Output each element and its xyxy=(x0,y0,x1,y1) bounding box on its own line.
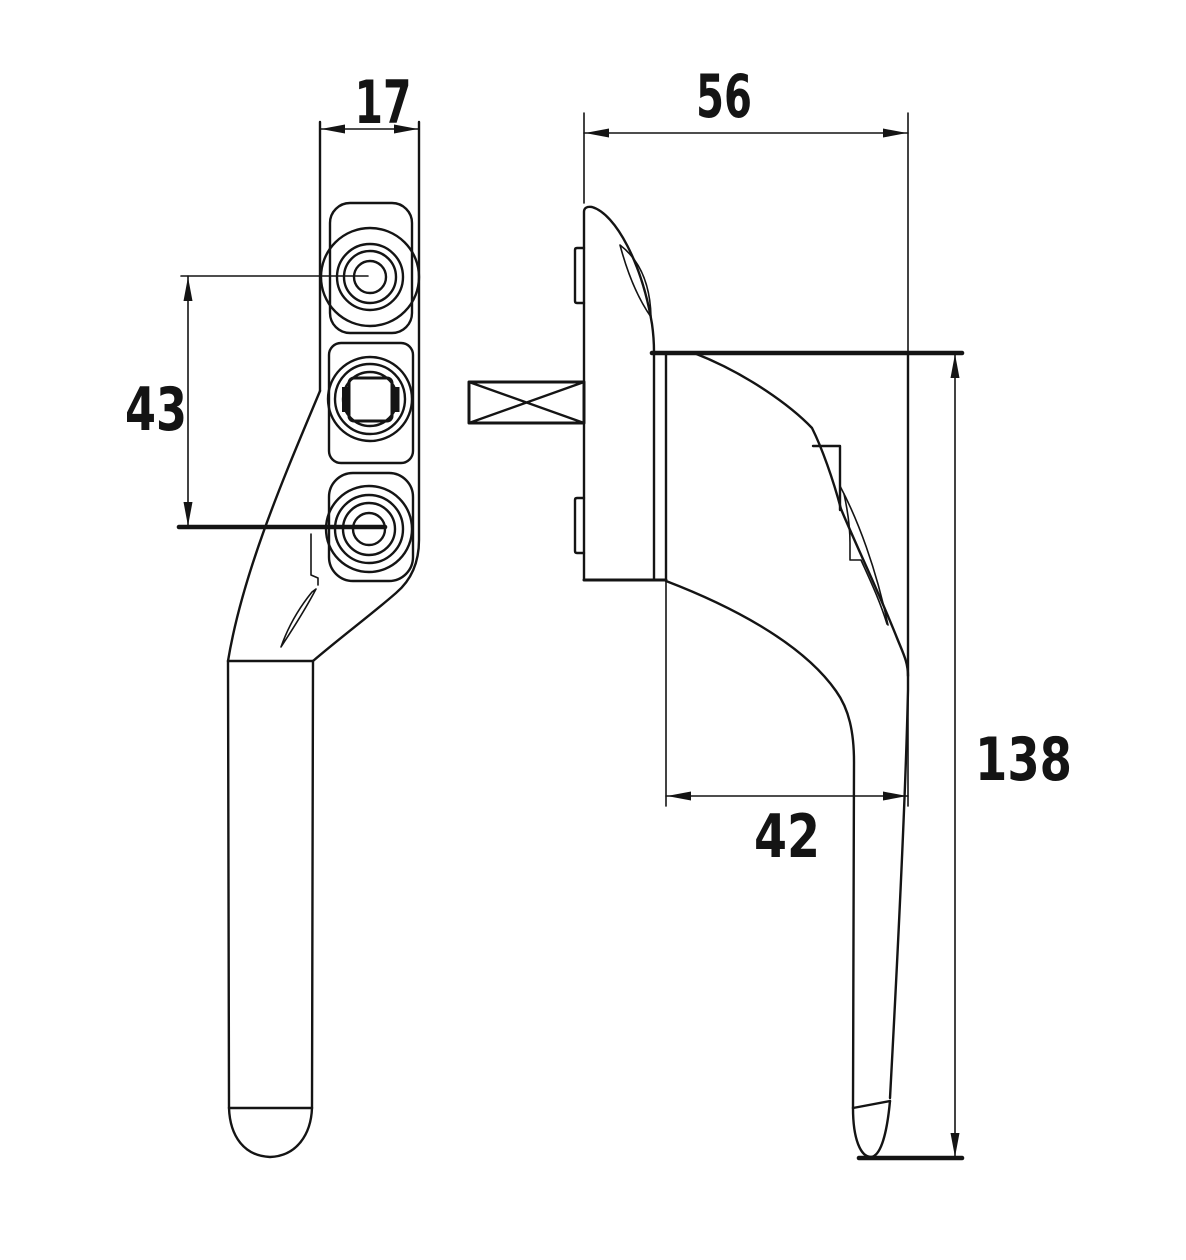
neck-crease-sliver xyxy=(280,588,317,648)
dimension-handle-depth: 56 xyxy=(583,62,909,353)
arrowhead-left-icon xyxy=(321,124,345,134)
arrowhead-right-icon xyxy=(883,791,907,801)
spindle-shaft xyxy=(467,380,586,425)
grip-rounded-tip xyxy=(227,1106,314,1159)
dimension-plate-width: 17 xyxy=(319,68,420,138)
dim-label-overall-height: 138 xyxy=(975,725,1072,795)
spindle-body xyxy=(467,380,586,425)
handle-front-profile xyxy=(649,350,965,1161)
arrowhead-up-icon xyxy=(950,354,960,378)
head-crease-inner xyxy=(843,493,888,625)
backplate-profile xyxy=(582,205,656,582)
under-curve-and-grip-front xyxy=(664,579,856,1110)
dim-label-plate-width: 17 xyxy=(355,68,412,138)
dim-label-hole-spacing: 43 xyxy=(125,375,187,445)
grip-side-profile xyxy=(226,659,315,1159)
arrowhead-right-icon xyxy=(394,124,418,134)
head-front-curve xyxy=(692,351,910,678)
grip-tip-parting-line-front xyxy=(851,1099,892,1110)
dimension-hole-spacing: 43 xyxy=(125,275,388,530)
dimension-handle-projection: 42 xyxy=(665,580,909,872)
dimension-overall-height: 138 xyxy=(950,352,1072,1159)
head-crease-outer xyxy=(839,485,889,626)
bottom-screw-tab xyxy=(573,496,586,555)
square-spindle-hole xyxy=(347,376,394,423)
top-screw-tab xyxy=(573,246,586,305)
neck-attachment-step xyxy=(310,533,319,586)
arrowhead-left-icon xyxy=(585,128,609,138)
dim-label-handle-depth: 56 xyxy=(696,62,752,132)
spindle-pad xyxy=(327,341,415,465)
neck-back-curve xyxy=(226,389,322,663)
arrowhead-left-icon xyxy=(667,791,691,801)
top-screw-pad xyxy=(328,201,414,335)
spindle-cross-icon xyxy=(467,380,586,425)
arrowhead-right-icon xyxy=(883,128,907,138)
grip-right-edge xyxy=(310,659,315,1110)
dim-label-handle-projection: 42 xyxy=(754,802,820,872)
side-view: 17 43 xyxy=(125,68,421,1159)
front-view: 56 42 138 xyxy=(467,62,1072,1161)
spindle-socket xyxy=(326,355,414,443)
top-screw-boss xyxy=(319,226,421,328)
dome-crease-sliver xyxy=(619,244,652,318)
backplate-right-edge-and-neck-front xyxy=(311,120,421,663)
head-right-edge-and-grip-back xyxy=(888,351,910,1100)
spindle-keyway-right xyxy=(392,387,400,412)
arrowhead-down-icon xyxy=(950,1133,960,1157)
grip-left-edge xyxy=(226,659,231,1110)
latch-notch xyxy=(811,444,842,512)
spindle-keyway-left xyxy=(342,387,349,412)
grip-rounded-tip-front xyxy=(851,1099,892,1159)
arrowhead-down-icon xyxy=(183,502,193,526)
arrowhead-up-icon xyxy=(183,277,193,301)
